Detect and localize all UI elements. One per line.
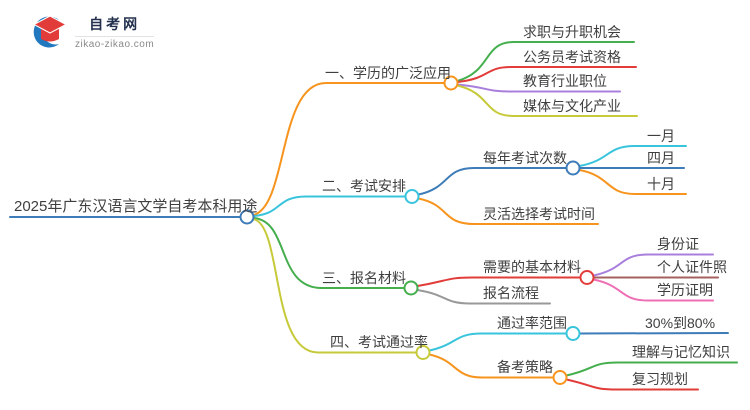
connector-registration-process: [416, 289, 551, 305]
junction-pass-rate-range[interactable]: [565, 326, 581, 341]
junction-degree-applications[interactable]: [443, 75, 459, 91]
graduation-cap-icon: [32, 15, 68, 48]
connector-pass-rate-range: [428, 332, 568, 352]
connector-registration-materials: [252, 217, 406, 289]
topic-memorization[interactable]: 理解与记忆知识: [632, 344, 730, 360]
junction-exam-schedule[interactable]: [404, 189, 420, 204]
topic-review-plan[interactable]: 复习规划: [632, 371, 688, 387]
topic-flexible-exam-time[interactable]: 灵活选择考试时间: [483, 206, 595, 222]
topic-prep-strategy[interactable]: 备考策略: [497, 359, 553, 375]
topic-education-jobs[interactable]: 教育行业职位: [523, 73, 607, 89]
junction-registration-materials[interactable]: [403, 280, 419, 296]
connector-pass-rate: [252, 218, 418, 354]
junction-basic-materials[interactable]: [579, 270, 595, 285]
topic-degree-applications[interactable]: 一、学历的广泛应用: [325, 65, 451, 81]
connector-30-80-percent: [578, 332, 729, 335]
connector-education-jobs: [456, 83, 621, 93]
topic-30-80-percent[interactable]: 30%到80%: [645, 315, 716, 331]
logo-title: 自考网: [89, 16, 141, 32]
site-logo[interactable]: 自考网 zikao-zikao.com: [30, 13, 155, 51]
connector-education-cert: [592, 278, 714, 302]
connector-exam-schedule: [252, 195, 407, 217]
connector-basic-materials: [416, 276, 582, 287]
topic-registration-process[interactable]: 报名流程: [483, 285, 539, 301]
connector-job-opportunities: [456, 41, 635, 82]
topic-october[interactable]: 十月: [647, 176, 675, 192]
connector-prep-strategy: [428, 353, 555, 379]
connector-review-plan: [565, 378, 699, 391]
topic-april[interactable]: 四月: [647, 150, 675, 166]
junction-exams-per-year[interactable]: [565, 160, 581, 176]
connector-exams-per-year: [417, 167, 568, 196]
topic-id-card[interactable]: 身份证: [657, 236, 699, 252]
topic-media-culture[interactable]: 媒体与文化产业: [523, 98, 621, 114]
topic-registration-materials[interactable]: 三、报名材料: [322, 270, 406, 286]
connector-october: [578, 169, 687, 195]
topic-pass-rate-range[interactable]: 通过率范围: [497, 315, 567, 331]
connector-flexible-exam-time: [417, 197, 599, 225]
connector-id-card: [592, 253, 714, 277]
logo-subtitle: zikao-zikao.com: [75, 36, 155, 50]
connector-civil-service-exam: [456, 66, 637, 83]
topic-basic-materials[interactable]: 需要的基本材料: [483, 259, 581, 275]
topic-root[interactable]: 2025年广东汉语言文学自考本科用途: [14, 198, 258, 215]
connector-degree-applications: [252, 82, 446, 216]
topic-civil-service-exam[interactable]: 公务员考试资格: [523, 49, 621, 65]
topic-pass-rate[interactable]: 四、考试通过率: [330, 334, 428, 350]
junction-prep-strategy[interactable]: [552, 370, 568, 385]
topic-education-cert[interactable]: 学历证明: [657, 282, 713, 298]
connector-january: [578, 145, 687, 167]
topic-exam-schedule[interactable]: 二、考试安排: [322, 178, 406, 194]
topic-job-opportunities[interactable]: 求职与升职机会: [523, 24, 621, 40]
topic-january[interactable]: 一月: [647, 128, 675, 144]
junction-pass-rate[interactable]: [415, 345, 431, 360]
connector-media-culture: [456, 84, 638, 117]
topic-exams-per-year[interactable]: 每年考试次数: [483, 150, 567, 166]
topic-personal-photo[interactable]: 个人证件照: [657, 259, 727, 275]
connector-memorization: [565, 361, 738, 377]
junction-root[interactable]: [239, 209, 255, 225]
